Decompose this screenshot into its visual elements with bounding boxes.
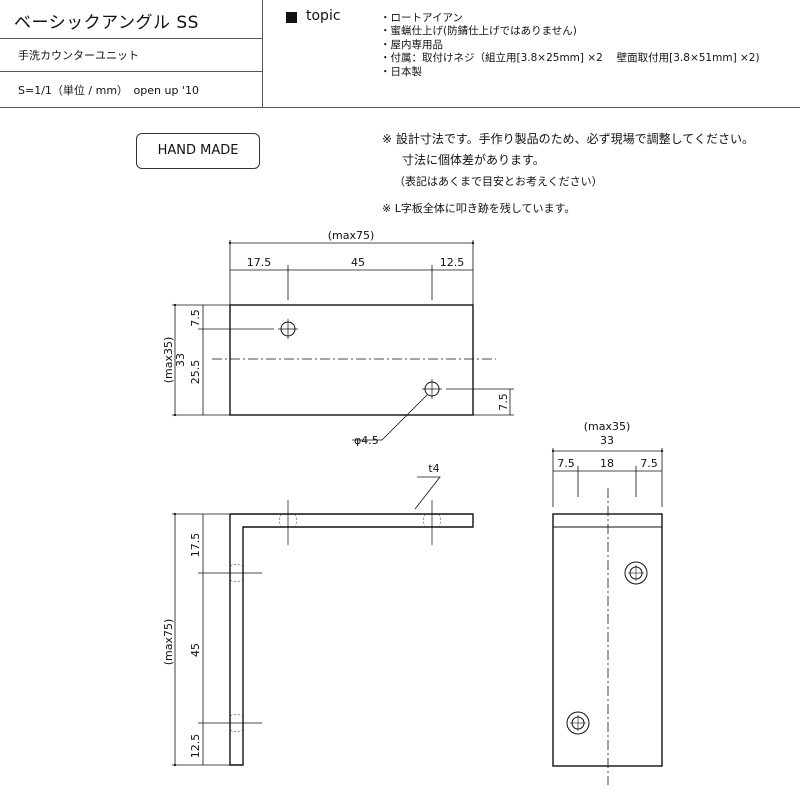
front-view — [551, 448, 664, 785]
dim-bottom-hole-label: 7.5 — [497, 393, 510, 411]
topic-item: ・蜜蝋仕上げ(防錆仕上げではありません) — [380, 25, 577, 38]
side-height-max-label: (max75) — [162, 619, 175, 666]
front-dim-right-label: 7.5 — [640, 457, 658, 470]
dim-top-hole-label: 7.5 — [189, 309, 202, 327]
front-dim-left-label: 7.5 — [557, 457, 575, 470]
top-view-labels: (max75) 17.5 45 12.5 (max35) 33 7.5 25.5… — [162, 229, 510, 447]
topic-item: ・屋内専用品 — [380, 38, 443, 51]
diameter-leader — [352, 394, 428, 441]
plate-outline — [229, 304, 474, 416]
scale-note: S=1/1（単位 / mm） open up '10 — [18, 84, 199, 97]
side-view — [172, 476, 474, 767]
side-dim-bottom-label: 12.5 — [189, 734, 202, 759]
square-bullet-icon — [286, 12, 297, 23]
side-dim-mid-label: 45 — [189, 643, 202, 657]
note-individual-difference: 寸法に個体差があります。 — [402, 153, 545, 167]
front-plate-outline — [552, 513, 663, 767]
top-view — [172, 240, 514, 441]
thickness-leader — [414, 476, 441, 510]
topic-item: ・ロートアイアン — [380, 12, 464, 24]
height-max-label: (max35) — [162, 337, 175, 384]
dim-mid-label: 45 — [351, 256, 365, 269]
topic-item: ・日本製 — [380, 65, 422, 78]
header-divider-1 — [0, 38, 262, 39]
countersunk-hole — [624, 561, 648, 585]
height-label: 33 — [174, 353, 187, 367]
side-dim-top-label: 17.5 — [189, 533, 202, 558]
note-reference-only: （表記はあくまで目安とお考えください） — [394, 175, 603, 188]
product-title: ベーシックアングル SS — [14, 13, 199, 33]
dim-right-label: 12.5 — [440, 256, 465, 269]
hand-made-badge: HAND MADE — [136, 133, 260, 169]
header-divider-bottom — [0, 107, 800, 108]
thickness-label: t4 — [428, 462, 439, 475]
dim-left-label: 17.5 — [247, 256, 272, 269]
note-design-dimensions: ※ 設計寸法です。手作り製品のため、必ず現場で調整してください。 — [382, 132, 754, 146]
hole-diameter-label: φ4.5 — [354, 434, 379, 447]
product-subtitle: 手洗カウンターユニット — [18, 49, 139, 62]
topic-label: topic — [306, 8, 341, 24]
topic-item: ・付属：取付けネジ（組立用[3.8×25mm] ×2 壁面取付用[3.8×51m… — [380, 52, 760, 65]
header-divider-2 — [0, 71, 262, 72]
note-hammer-marks: ※ L字板全体に叩き跡を残しています。 — [382, 202, 576, 215]
countersunk-hole — [566, 711, 590, 735]
title-block: ベーシックアングル SS 手洗カウンターユニット S=1/1（単位 / mm） … — [0, 0, 800, 108]
front-dim-mid-label: 18 — [600, 457, 614, 470]
topic-list: ・ロートアイアン ・蜜蝋仕上げ(防錆仕上げではありません) ・屋内専用品 ・付属… — [380, 12, 760, 79]
angle-profile — [229, 513, 474, 766]
front-width-label: 33 — [600, 434, 614, 447]
front-view-labels: (max35) 33 7.5 18 7.5 — [557, 420, 658, 470]
header-divider-vertical — [262, 0, 263, 107]
dim-lower-label: 25.5 — [189, 360, 202, 385]
front-width-max-label: (max35) — [584, 420, 631, 433]
overall-width-label: (max75) — [328, 229, 375, 242]
side-view-labels: t4 (max75) 17.5 45 12.5 — [162, 462, 440, 758]
